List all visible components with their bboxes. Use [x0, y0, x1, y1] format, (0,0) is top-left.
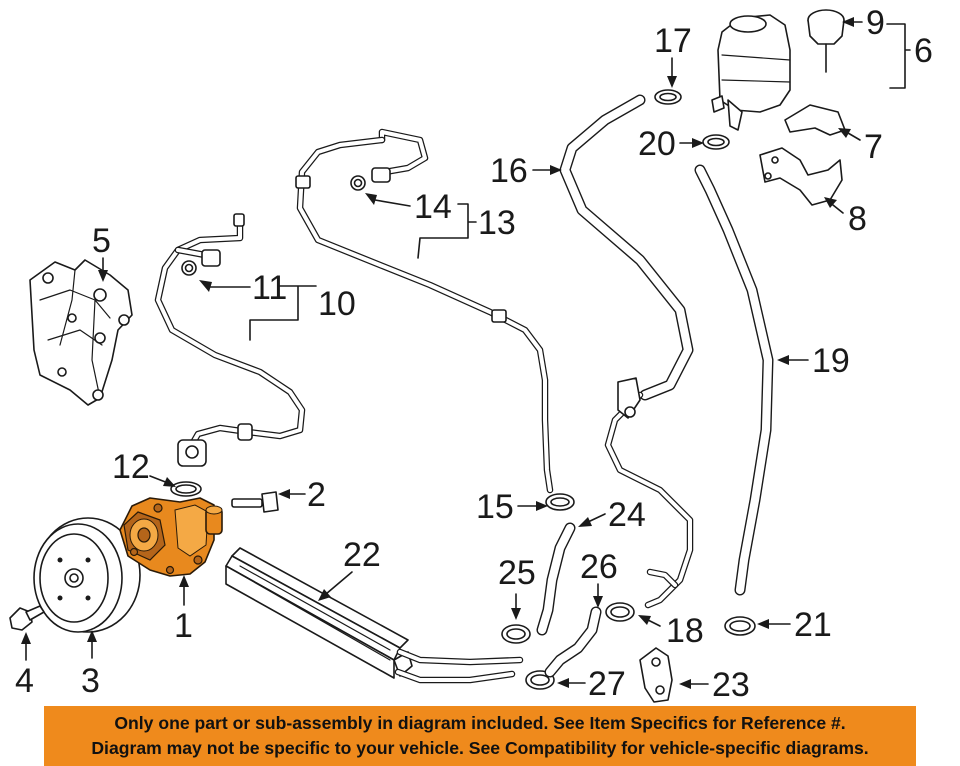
callout-4: 4 — [15, 662, 34, 700]
part-18-hose-clamp — [605, 602, 635, 622]
callout-26: 26 — [580, 548, 618, 586]
part-8-bracket — [759, 147, 843, 206]
callout-15: 15 — [476, 488, 514, 526]
disclaimer-banner: Only one part or sub-assembly in diagram… — [44, 706, 916, 766]
callout-19: 19 — [812, 342, 850, 380]
part-5-mounting-bracket — [29, 259, 133, 406]
part-9-reservoir-cap — [807, 9, 845, 73]
callout-27: 27 — [588, 665, 626, 703]
parts-diagram: 1 2 3 4 5 6 7 8 9 10 11 12 13 14 15 16 1… — [9, 4, 933, 704]
callout-18: 18 — [666, 612, 704, 650]
callout-21: 21 — [794, 606, 832, 644]
callout-13: 13 — [478, 204, 516, 242]
part-4-bolt — [9, 605, 45, 631]
part-7-bracket — [784, 104, 846, 136]
part-15-hose-clamp — [545, 493, 575, 511]
callout-12: 12 — [112, 448, 150, 486]
part-14-seal-ring — [350, 175, 366, 191]
part-20-hose-clamp — [702, 134, 730, 150]
callout-11: 11 — [252, 269, 287, 307]
callout-20: 20 — [638, 125, 676, 163]
callout-7: 7 — [864, 128, 883, 166]
part-17-hose-clamp — [654, 89, 682, 105]
leader-lines — [21, 17, 911, 689]
callout-numbers: 1 2 3 4 5 6 7 8 9 10 11 12 13 14 15 16 1… — [15, 4, 933, 704]
callout-23: 23 — [712, 666, 750, 704]
part-26-hose — [544, 606, 602, 678]
callout-16: 16 — [490, 152, 528, 190]
callout-9: 9 — [866, 4, 885, 42]
callout-25: 25 — [498, 554, 536, 592]
part-23-bracket — [639, 647, 673, 703]
disclaimer-line-2: Diagram may not be specific to your vehi… — [91, 738, 869, 758]
callout-5: 5 — [92, 222, 111, 260]
part-13-return-line — [295, 128, 554, 494]
part-24-hose — [536, 522, 576, 636]
callout-24: 24 — [608, 496, 646, 534]
callout-3: 3 — [81, 662, 100, 700]
disclaimer-line-1: Only one part or sub-assembly in diagram… — [114, 713, 846, 733]
part-12-o-ring — [170, 481, 202, 497]
part-11-seal-ring — [181, 260, 197, 276]
part-2-bolt — [231, 491, 279, 513]
callout-10: 10 — [318, 285, 356, 323]
callout-2: 2 — [307, 476, 326, 514]
callout-1: 1 — [174, 607, 193, 645]
part-19-return-hose — [694, 164, 774, 596]
callout-22: 22 — [343, 536, 381, 574]
callout-6: 6 — [914, 32, 933, 70]
part-16-supply-hose — [559, 94, 694, 609]
part-3-pulley — [33, 517, 141, 633]
part-21-hose-clamp — [724, 616, 756, 636]
part-25-hose-clamp — [501, 624, 531, 644]
callout-14: 14 — [414, 188, 452, 226]
part-1-power-steering-pump — [119, 497, 223, 577]
part-10-pressure-line — [154, 213, 306, 467]
callout-17: 17 — [654, 22, 692, 60]
callout-8: 8 — [848, 200, 867, 238]
part-6-reservoir — [711, 14, 791, 131]
